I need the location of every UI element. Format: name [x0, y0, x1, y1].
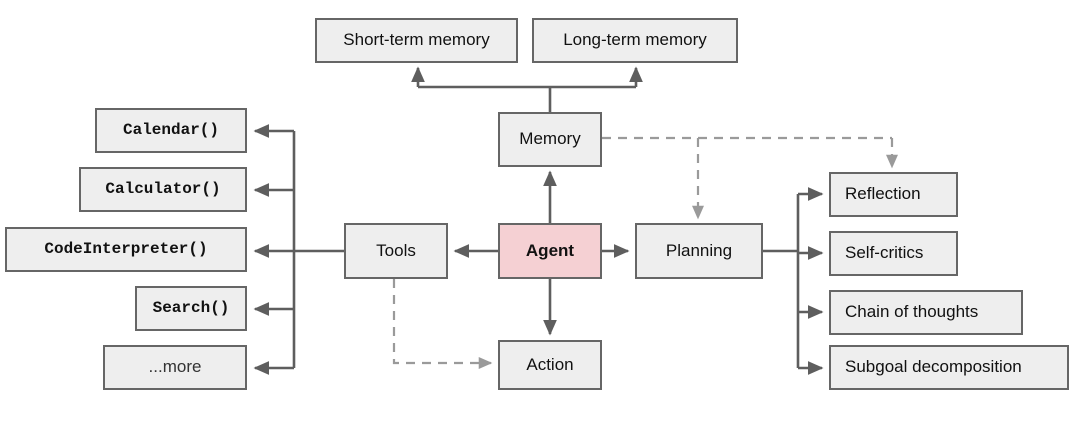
node-tool-more[interactable]: ...more	[103, 345, 247, 390]
node-long-term-memory[interactable]: Long-term memory	[532, 18, 738, 63]
node-label: ...more	[148, 357, 202, 377]
node-strategy-reflection[interactable]: Reflection	[829, 172, 958, 217]
node-agent[interactable]: Agent	[498, 223, 602, 279]
node-strategy-subgoal-decomposition[interactable]: Subgoal decomposition	[829, 345, 1069, 390]
node-label: CodeInterpreter()	[44, 239, 208, 258]
node-label: Calendar()	[122, 120, 219, 139]
node-label: Calculator()	[105, 179, 221, 198]
node-tool-code-interpreter[interactable]: CodeInterpreter()	[5, 227, 247, 272]
node-strategy-self-critics[interactable]: Self-critics	[829, 231, 958, 276]
node-label: Tools	[376, 240, 416, 260]
node-tool-search[interactable]: Search()	[135, 286, 247, 331]
node-planning[interactable]: Planning	[635, 223, 763, 279]
edge-tools-to-toolset	[253, 124, 344, 375]
node-memory[interactable]: Memory	[498, 112, 602, 167]
node-action[interactable]: Action	[498, 340, 602, 390]
node-label: Search()	[152, 298, 230, 317]
node-label: Action	[526, 354, 574, 374]
node-strategy-chain-of-thoughts[interactable]: Chain of thoughts	[829, 290, 1023, 335]
edge-tools-dashed-to-action	[392, 279, 493, 370]
edge-memory-to-memory-types	[411, 66, 643, 112]
node-tool-calendar[interactable]: Calendar()	[95, 108, 247, 153]
node-label: Agent	[525, 240, 575, 260]
node-short-term-memory[interactable]: Short-term memory	[315, 18, 518, 63]
node-label: Reflection	[845, 184, 921, 204]
node-label: Subgoal decomposition	[845, 357, 1022, 377]
node-label: Short-term memory	[343, 30, 490, 50]
node-label: Self-critics	[845, 243, 924, 263]
node-label: Chain of thoughts	[845, 302, 979, 322]
edge-planning-to-strategies	[763, 187, 824, 375]
node-label: Memory	[519, 129, 581, 149]
node-tool-calculator[interactable]: Calculator()	[79, 167, 247, 212]
node-label: Long-term memory	[563, 30, 707, 50]
node-tools[interactable]: Tools	[344, 223, 448, 279]
node-label: Planning	[665, 240, 733, 260]
